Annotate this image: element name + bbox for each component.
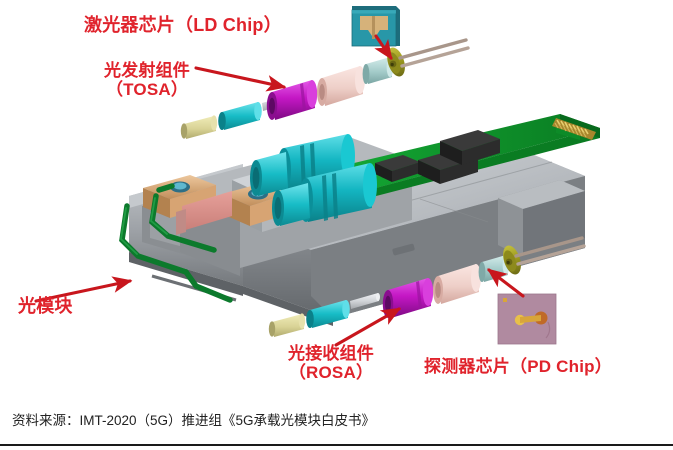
annotation-arrows — [34, 34, 525, 347]
label-rosa: 光接收组件 （ROSA） — [288, 344, 374, 382]
tosa-arrow — [194, 66, 287, 92]
label-ld-chip: 激光器芯片（LD Chip） — [84, 15, 282, 35]
ic-package — [375, 155, 420, 182]
tosa-assembly — [180, 38, 470, 139]
pcb — [333, 114, 600, 196]
source-note: 资料来源：IMT-2020（5G）推进组《5G承载光模块白皮书》 — [12, 413, 376, 428]
label-rosa-line1: 光接收组件 — [288, 344, 374, 363]
label-optical-module: 光模块 — [18, 296, 73, 316]
optical-module-arrow — [34, 276, 133, 303]
label-pd-chip: 探测器芯片（PD Chip） — [424, 357, 612, 376]
label-tosa: 光发射组件 （TOSA） — [104, 61, 190, 99]
green-wire-clips-highlight — [120, 197, 168, 255]
label-tosa-line1: 光发射组件 — [104, 61, 190, 80]
ld-chip-inset — [351, 6, 400, 47]
barrel-assembly-lower — [272, 163, 377, 226]
pd-chip-arrow — [487, 268, 525, 298]
rosa-assembly — [268, 236, 586, 337]
ld-chip-arrow — [374, 34, 393, 61]
bottom-divider — [0, 444, 673, 446]
rosa-arrow — [334, 307, 402, 347]
ic-package — [440, 130, 500, 165]
pd-chip-inset — [497, 293, 557, 345]
label-tosa-line2: （TOSA） — [105, 80, 189, 100]
label-rosa-line2: （ROSA） — [288, 363, 374, 383]
edge-connector-fingers — [552, 118, 596, 140]
